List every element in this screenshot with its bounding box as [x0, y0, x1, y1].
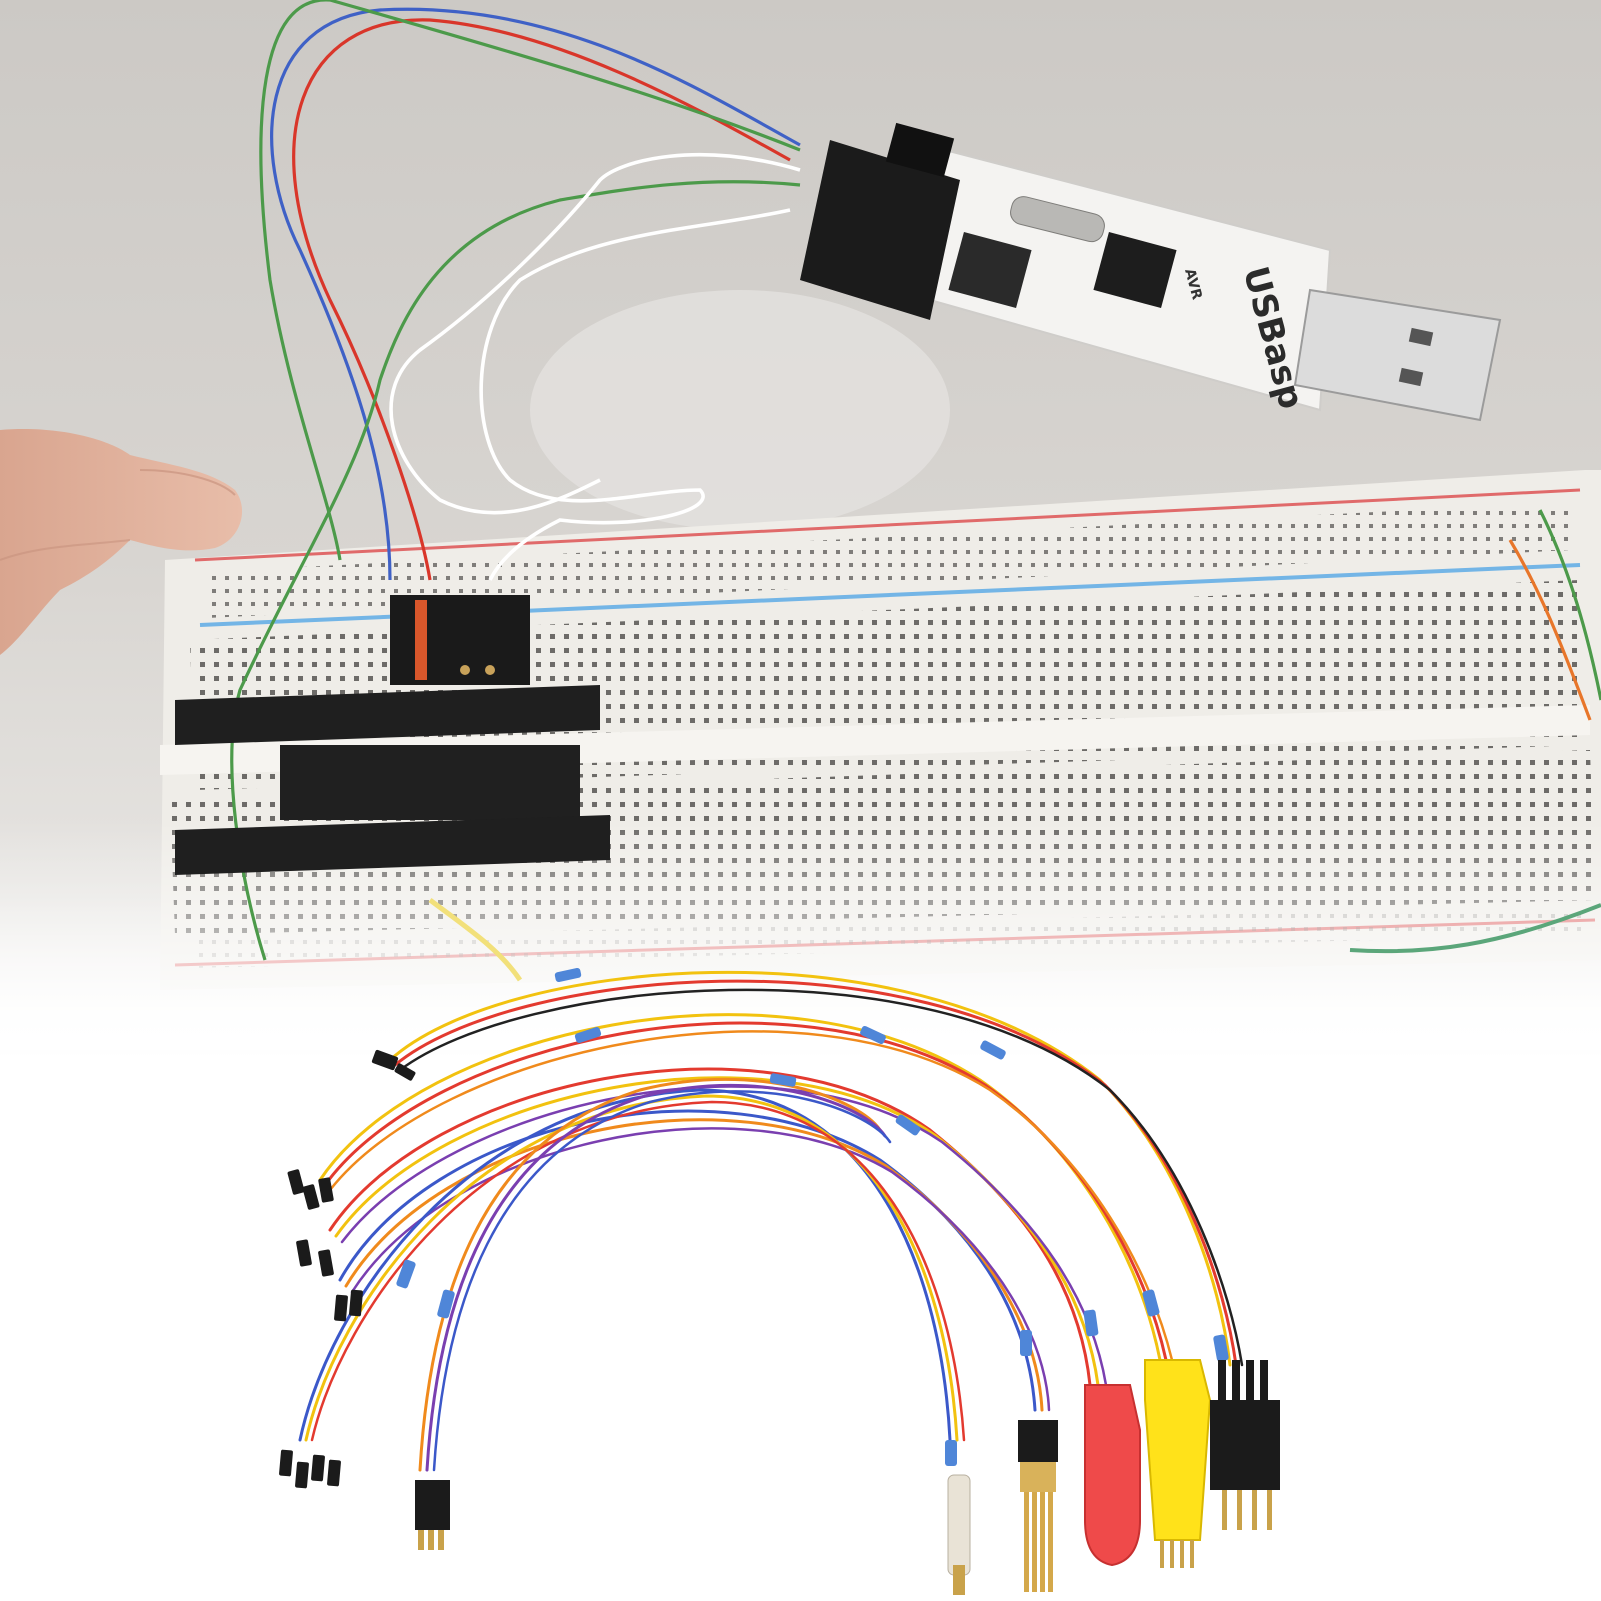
hand	[0, 429, 243, 655]
usb-plug-icon	[1293, 288, 1502, 422]
black-4pin-connector	[1210, 1360, 1280, 1530]
usbasp-jumper	[948, 231, 1032, 309]
red-connector	[1084, 1384, 1141, 1567]
heatshrink-sleeves	[396, 967, 1229, 1466]
usbasp-programmer: USBasp AVR	[800, 122, 1502, 422]
isp-connector-top	[800, 140, 960, 320]
breadboard-module	[175, 595, 610, 875]
rail-red-top	[194, 488, 1581, 562]
yellow-connector	[1144, 1359, 1212, 1568]
small-header-connector	[415, 1480, 450, 1550]
programmer-wires	[230, 0, 1601, 982]
clear-probe-tip	[947, 1474, 971, 1595]
usbasp-sublabel: AVR	[1181, 267, 1205, 302]
usbasp-chip	[1093, 231, 1177, 309]
usbasp-crystal	[1010, 196, 1105, 243]
dupont-connector-icon	[279, 1049, 416, 1489]
cable-bundle	[298, 970, 1244, 1472]
table-disc	[530, 290, 950, 530]
pogo-pin-icon	[1018, 1420, 1058, 1592]
